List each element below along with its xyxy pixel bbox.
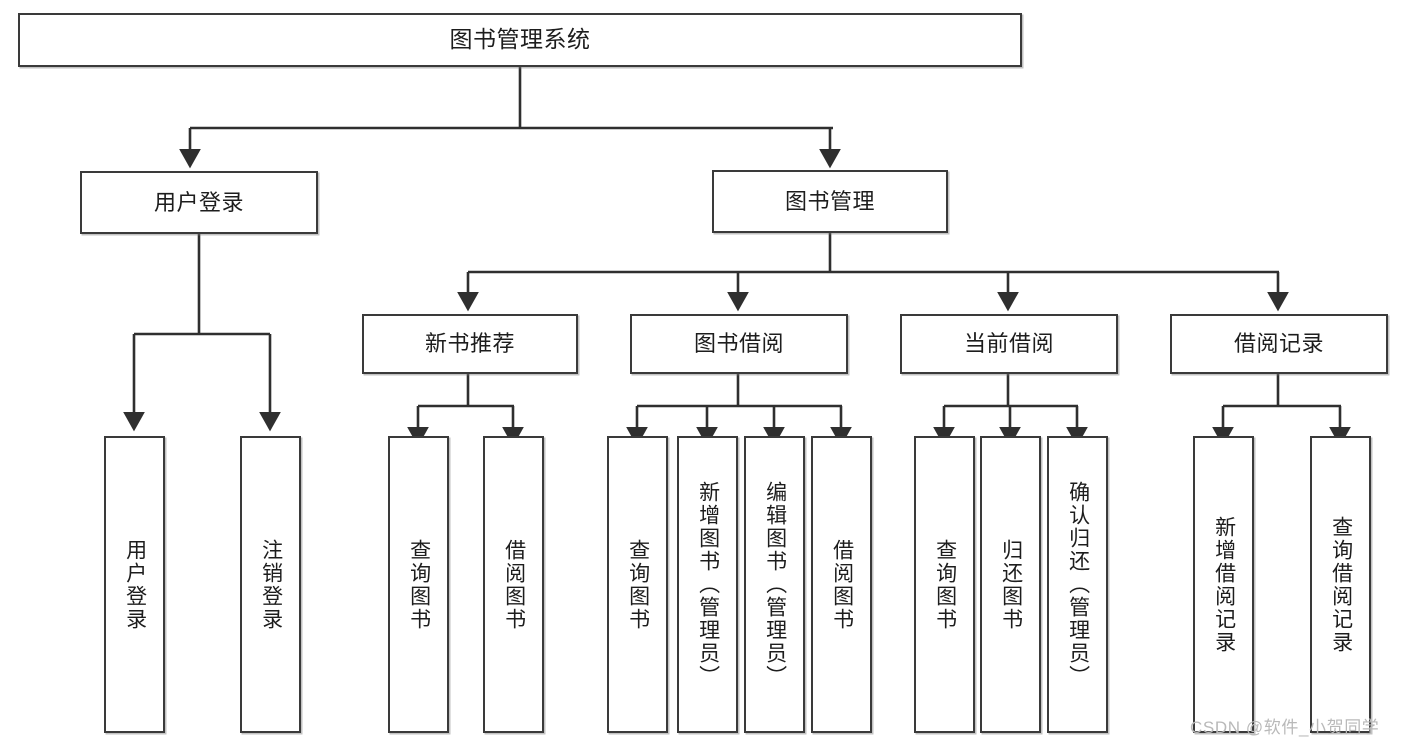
leaf-borrow-query[interactable]: 查询图书 [607, 436, 668, 733]
node-book-borrow[interactable]: 图书借阅 [630, 314, 848, 374]
leaf-records-add[interactable]: 新增借阅记录 [1193, 436, 1254, 733]
leaf-borrow-edit-book[interactable]: 编辑图书（管理员） [744, 436, 805, 733]
node-new-book-recommend-label: 新书推荐 [424, 331, 515, 357]
leaf-borrow-borrow-book-label: 借阅图书 [830, 538, 854, 631]
node-current-borrow-label: 当前借阅 [963, 331, 1054, 357]
leaf-user-login-signout-label: 注销登录 [259, 538, 283, 631]
node-root-label: 图书管理系统 [449, 26, 591, 53]
leaf-records-add-label: 新增借阅记录 [1212, 515, 1236, 654]
leaf-new-book-query[interactable]: 查询图书 [388, 436, 449, 733]
leaf-current-return-label: 归还图书 [999, 538, 1023, 631]
node-root[interactable]: 图书管理系统 [18, 13, 1022, 67]
node-current-borrow[interactable]: 当前借阅 [900, 314, 1118, 374]
node-borrow-records[interactable]: 借阅记录 [1170, 314, 1388, 374]
leaf-records-query-label: 查询借阅记录 [1329, 515, 1353, 654]
csdn-watermark: CSDN @软件_小贺同学 [1190, 718, 1380, 737]
node-user-login[interactable]: 用户登录 [80, 171, 318, 234]
leaf-borrow-query-label: 查询图书 [626, 538, 650, 631]
leaf-new-book-borrow-label: 借阅图书 [502, 538, 526, 631]
leaf-user-login-signin[interactable]: 用户登录 [104, 436, 165, 733]
leaf-current-confirm-return-label: 确认归还（管理员） [1066, 481, 1090, 688]
node-book-management-label: 图书管理 [784, 188, 875, 214]
leaf-current-query-label: 查询图书 [933, 538, 957, 631]
leaf-borrow-edit-book-label: 编辑图书（管理员） [763, 481, 787, 688]
leaf-records-query[interactable]: 查询借阅记录 [1310, 436, 1371, 733]
leaf-new-book-borrow[interactable]: 借阅图书 [483, 436, 544, 733]
node-borrow-records-label: 借阅记录 [1233, 331, 1324, 357]
leaf-current-confirm-return[interactable]: 确认归还（管理员） [1047, 436, 1108, 733]
leaf-borrow-add-book[interactable]: 新增图书（管理员） [677, 436, 738, 733]
leaf-new-book-query-label: 查询图书 [407, 538, 431, 631]
node-new-book-recommend[interactable]: 新书推荐 [362, 314, 578, 374]
leaf-user-login-signout[interactable]: 注销登录 [240, 436, 301, 733]
leaf-current-query[interactable]: 查询图书 [914, 436, 975, 733]
node-book-borrow-label: 图书借阅 [693, 331, 784, 357]
leaf-user-login-signin-label: 用户登录 [123, 538, 147, 631]
leaf-borrow-add-book-label: 新增图书（管理员） [696, 481, 720, 688]
node-book-management[interactable]: 图书管理 [712, 170, 948, 233]
leaf-borrow-borrow-book[interactable]: 借阅图书 [811, 436, 872, 733]
leaf-current-return[interactable]: 归还图书 [980, 436, 1041, 733]
node-user-login-label: 用户登录 [153, 189, 244, 215]
